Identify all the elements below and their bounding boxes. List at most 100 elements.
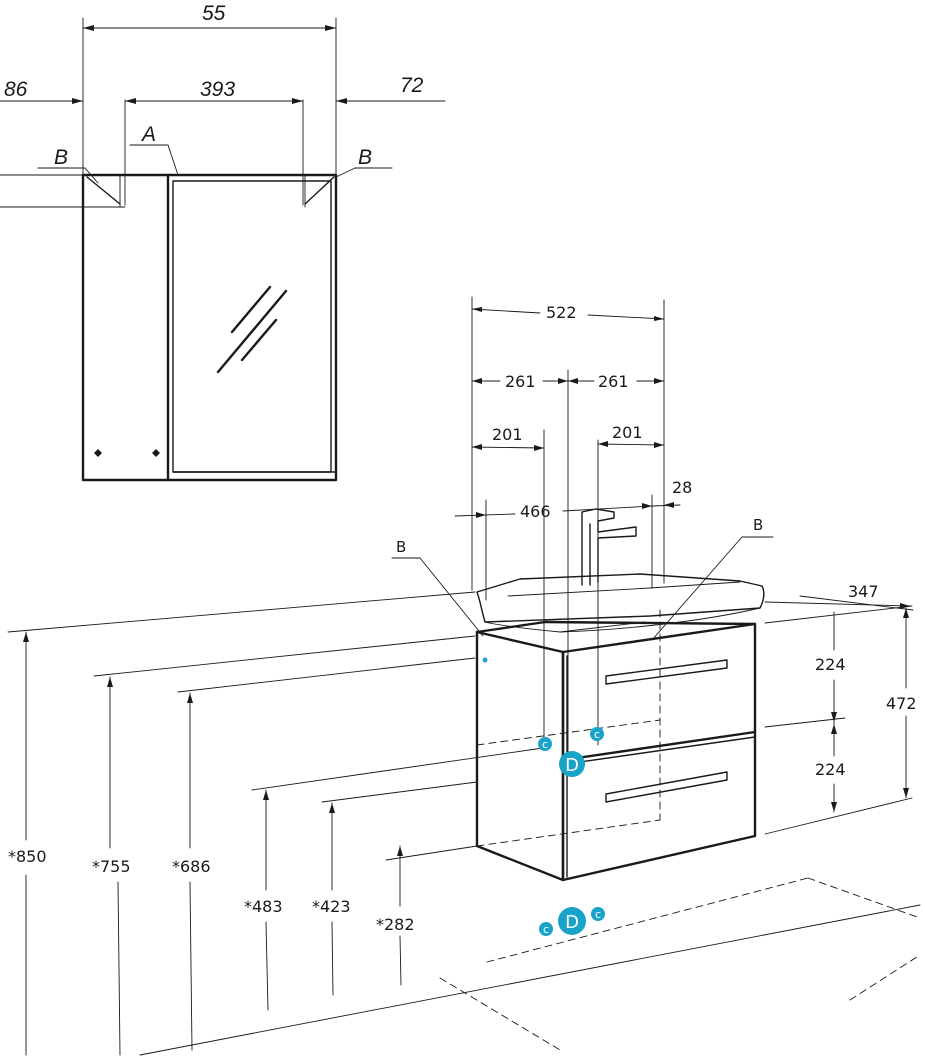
mirror-cabinet-drawing: 55 86 393 72 B — [0, 2, 446, 482]
svg-text:c: c — [595, 908, 601, 921]
marker-d: D — [558, 907, 586, 935]
label-b-left: B — [396, 538, 406, 556]
hinge-mark — [152, 449, 160, 457]
dim-text-55: 55 — [202, 2, 226, 25]
label-b-left: B — [54, 146, 68, 169]
dim-line-347 — [764, 601, 911, 607]
mount-point — [482, 657, 488, 663]
drawer-handle-bottom — [605, 771, 728, 803]
dim-text-483: *483 — [244, 897, 283, 916]
dim-line-686 — [189, 881, 193, 1051]
arrow — [831, 712, 837, 722]
dim-text-224-bottom: 224 — [815, 760, 846, 779]
dim-text-86: 86 — [4, 78, 28, 101]
marker-c: c — [538, 737, 552, 751]
svg-text:c: c — [543, 923, 549, 936]
leader-b — [419, 557, 484, 637]
floor-dashed — [486, 877, 809, 963]
svg-text:D: D — [565, 912, 579, 933]
ext-line — [764, 797, 913, 835]
mirror-glint — [216, 289, 288, 374]
arrow — [72, 98, 83, 104]
marker-c: c — [539, 922, 553, 936]
mirror-panel — [172, 180, 332, 473]
arrow — [397, 846, 403, 856]
dim-text-261-left: 261 — [505, 372, 536, 391]
dim-text-28: 28 — [672, 478, 692, 497]
arrow — [831, 802, 837, 812]
leader-a — [167, 144, 179, 176]
arrow — [534, 445, 544, 451]
dim-text-522: 522 — [546, 303, 577, 322]
label-b-right: B — [753, 516, 763, 534]
cabinet-outline — [81, 173, 338, 482]
arrow — [292, 98, 303, 104]
mirror-glint — [240, 318, 278, 362]
ext-line — [764, 717, 846, 728]
arrow — [654, 442, 664, 448]
svg-text:D: D — [565, 755, 579, 776]
dim-line-522 — [471, 308, 541, 314]
dim-line-423 — [331, 921, 334, 996]
dim-text-466: 466 — [520, 502, 551, 521]
arrow — [329, 803, 335, 813]
arrow — [831, 724, 837, 734]
floor-line — [139, 904, 921, 1056]
dim-text-347: 347 — [848, 582, 879, 601]
arrow — [654, 378, 664, 384]
arrow — [598, 441, 608, 447]
arrow — [654, 316, 664, 321]
ext-line-483 — [251, 747, 544, 791]
arrow — [472, 307, 482, 312]
ext-line — [764, 605, 913, 624]
dim-line-483 — [265, 921, 269, 1011]
label-a: A — [140, 123, 156, 146]
ext-line-282 — [385, 845, 478, 861]
dim-text-755: *755 — [92, 857, 131, 876]
marker-c: c — [591, 907, 605, 921]
mirror-glint — [230, 285, 272, 334]
dim-text-423: *423 — [312, 897, 351, 916]
ext-line-850 — [7, 591, 476, 633]
bracket-diagonal — [86, 176, 121, 205]
dim-line-522 — [587, 314, 665, 320]
arrow — [472, 444, 482, 450]
dim-line-466 — [562, 505, 653, 512]
arrow — [664, 502, 674, 508]
dim-text-261-right: 261 — [598, 372, 629, 391]
arrow — [476, 512, 486, 518]
label-b-right: B — [358, 146, 372, 169]
marker-c: c — [590, 727, 604, 741]
ext-line-423 — [321, 781, 478, 803]
arrow — [23, 632, 29, 642]
dim-line-282 — [399, 935, 402, 986]
arrow — [325, 25, 336, 31]
leader-b-left — [84, 167, 99, 184]
arrow — [568, 378, 578, 384]
dim-text-224-top: 224 — [815, 655, 846, 674]
ext-line-686 — [177, 657, 476, 693]
dim-line-201 — [471, 446, 545, 449]
arrow — [263, 790, 269, 800]
floor-dashed — [439, 977, 561, 1051]
dim-line-201 — [597, 443, 665, 446]
floor-dashed — [807, 877, 921, 919]
vanity-drawing: 522 261 261 201 201 466 28 — [7, 296, 921, 1056]
dim-text-72: 72 — [400, 74, 424, 97]
drawer-handle-top — [605, 659, 728, 685]
arrow — [903, 608, 909, 618]
ext-line-755 — [93, 635, 476, 677]
arrow — [187, 693, 193, 703]
dim-text-282: *282 — [376, 915, 415, 934]
bracket-diagonal — [304, 176, 335, 205]
arrow — [336, 98, 347, 104]
dim-text-686: *686 — [172, 857, 211, 876]
hinge-mark — [94, 449, 102, 457]
dim-text-393: 393 — [200, 78, 235, 101]
svg-text:c: c — [594, 728, 600, 741]
arrow — [903, 788, 909, 798]
floor-dashed — [849, 954, 921, 1001]
dim-text-472: 472 — [886, 694, 917, 713]
arrow — [558, 378, 568, 384]
